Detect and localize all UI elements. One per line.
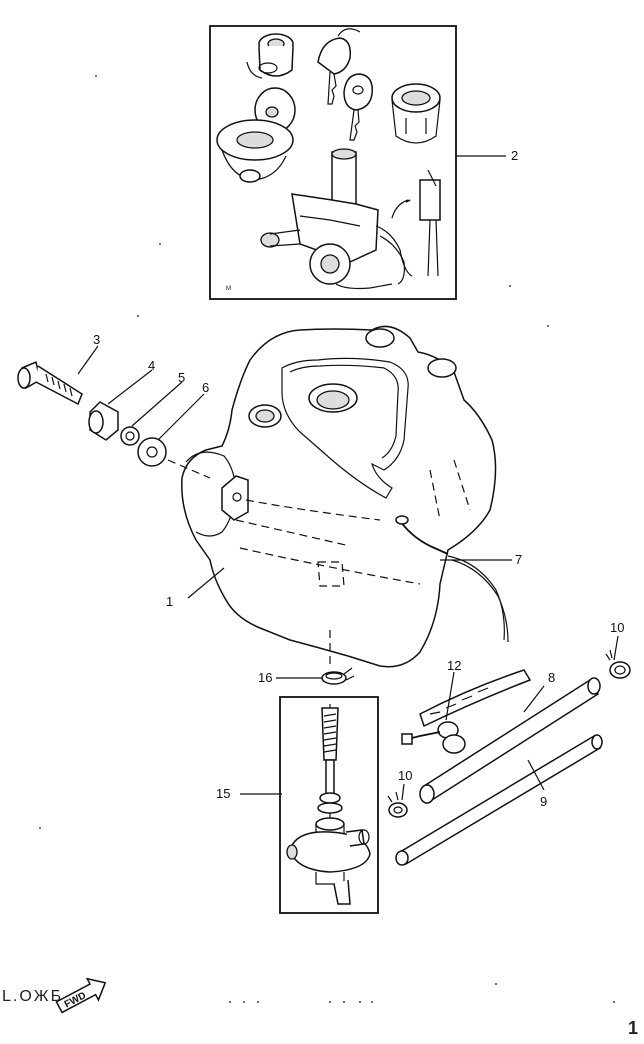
fuel-hose-9 — [395, 734, 603, 866]
callout-3: 3 — [93, 332, 100, 347]
callout-15: 15 — [216, 786, 230, 801]
page-number: 1 — [628, 1018, 639, 1038]
key-2 — [343, 73, 373, 141]
fuel-tank — [181, 325, 497, 668]
washer-small — [120, 426, 140, 446]
bolt — [17, 360, 83, 406]
collar — [88, 401, 119, 441]
leader-lines — [77, 155, 619, 801]
hose-clip-16 — [321, 630, 355, 685]
fwd-arrow-badge: FWD — [55, 977, 107, 1014]
callout-2: 2 — [511, 148, 518, 163]
callout-5: 5 — [178, 370, 185, 385]
callout-labels: 1 2 3 4 5 6 7 8 9 10 10 12 15 16 — [93, 148, 624, 809]
callout-8: 8 — [548, 670, 555, 685]
breather-hose — [447, 555, 505, 641]
fwd-label: FWD — [63, 990, 88, 1010]
hose-clip-10-left — [387, 791, 408, 818]
key-set-inset: M — [209, 25, 457, 300]
key-1 — [317, 28, 361, 105]
callout-7: 7 — [515, 552, 522, 567]
fuel-cock-inset — [279, 696, 379, 914]
cap-ring — [391, 83, 441, 144]
callout-10-left: 10 — [398, 768, 412, 783]
callout-6: 6 — [202, 380, 209, 395]
corner-code-left: L.OЖБ — [2, 988, 64, 1005]
scan-speckles — [39, 75, 615, 1003]
fuel-cap — [216, 87, 296, 183]
svg-text:M: M — [226, 286, 231, 292]
callout-9: 9 — [540, 794, 547, 809]
callout-4: 4 — [148, 358, 155, 373]
callout-10-right: 10 — [610, 620, 624, 635]
callout-16: 16 — [258, 670, 272, 685]
lock-cylinder-small — [246, 33, 294, 79]
fuel-hose-8 — [419, 677, 601, 804]
callout-1: 1 — [166, 594, 173, 609]
callout-12: 12 — [447, 658, 461, 673]
hose-clip-10-right — [605, 649, 631, 679]
switch-wires — [375, 169, 441, 285]
washer-large — [137, 437, 167, 467]
ignition-switch — [260, 148, 393, 290]
